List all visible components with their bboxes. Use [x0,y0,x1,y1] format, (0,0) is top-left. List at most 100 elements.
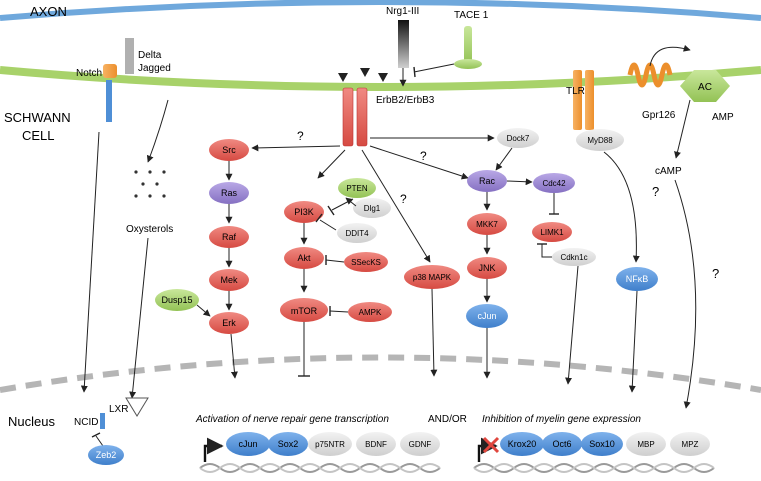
ssecks-to-akt [325,259,345,263]
erbb-to-rac-arrow [369,145,469,180]
dock7-node [497,128,539,148]
oxysterol-entry-arrow [146,99,169,163]
ac-to-camp-arrow [674,99,691,159]
nucleus-label: Nucleus [8,414,55,429]
erbb-fanout [251,134,495,263]
ddit4-node [337,223,377,243]
rac-to-cdc42-arrow [506,178,533,186]
gene-gdnf-label: GDNF [409,440,432,449]
erk-pathway: Src Ras Raf Mek Erk Dusp15 [155,139,249,379]
gene-oct6 [542,432,582,456]
camp-question: ? [712,266,719,281]
jnk-label: JNK [478,263,495,273]
gene-mbp [626,432,666,456]
nfkb-label: NFκB [626,274,649,284]
erk-to-nucleus-arrow [230,333,238,379]
nfkb-to-nucleus-arrow [628,290,638,393]
akt-label: Akt [297,253,311,263]
gpr126-label: Gpr126 [642,110,676,121]
erbb3-receptor [356,87,368,147]
nrg1-label: Nrg1-III [386,6,419,17]
dusp15-label: Dusp15 [161,295,192,305]
dock7-to-rac-arrow [495,147,513,171]
tlr-label: TLR [566,86,585,97]
mek-label: Mek [220,275,238,285]
gene-p75ntr [308,432,352,456]
erbb-rac-question: ? [420,149,427,163]
raf-node [209,226,249,248]
myd88-node [576,129,624,151]
limk1-node [532,222,572,242]
tace1-label: TACE 1 [454,10,489,21]
mtor-node [280,298,328,322]
camp-label: cAMP [655,166,682,177]
nfkb-question: ? [652,184,659,199]
myd88-to-nfkb-arrow [603,151,640,263]
pi3k-pathway: PTEN PI3K Dlg1 DDIT4 Akt SSecKS mTOR AMP… [280,178,392,377]
pten-label: PTEN [346,184,368,193]
notch-receptor-ext [103,64,117,78]
dock7-label: Dock7 [507,134,530,143]
tace1-enzyme [464,26,472,64]
gene-sox10 [581,432,623,456]
gene-bdnf-label: BDNF [365,440,387,449]
pi3k-label: PI3K [294,207,314,217]
pten-inhibit-bar [327,205,335,216]
dlg1-label: Dlg1 [364,204,381,213]
erbb2-receptor [342,87,354,147]
notch-label: Notch [76,68,102,79]
src-node [209,139,249,161]
dlg1-to-pten-arrow [345,197,357,207]
camp-arrow [674,179,697,409]
tace1-inhibit [413,63,455,73]
ddit4-to-pi3k [319,219,337,231]
nuclear-envelope [0,354,761,393]
ncid-label: NCID [74,417,98,428]
gpr126-to-ac-arrow [649,44,691,67]
lxr-label: LXR [109,404,128,415]
transcription-start-left [203,437,224,462]
gene-p75ntr-label: p75NTR [315,440,345,449]
gene-sox10-label: Sox10 [589,439,615,449]
cjun-label: cJun [477,311,496,321]
jnk-node [467,257,507,279]
erbb-p38-question: ? [400,192,407,206]
gene-gdnf [400,432,440,456]
gene-krox20 [500,432,544,456]
transcription-blocked-x [482,436,500,454]
gene-bdnf [356,432,396,456]
cdkn1c-label: Cdkn1c [560,253,587,262]
pten-node [338,178,376,198]
erbb-src-question: ? [297,129,304,143]
ac-enzyme [680,70,730,102]
ras-label: Ras [221,188,238,198]
nfkb-node [616,267,658,291]
dna-left [199,463,441,473]
notch-arrow [80,131,100,393]
zeb2-to-ncid [95,435,104,447]
gene-mbp-label: MBP [637,440,654,449]
akt-node [284,247,324,269]
rac-pathway: Dock7 Rac Cdc42 LIMK1 Cdkn1c MKK7 JNK cJ… [466,128,596,385]
p38-to-nucleus-arrow [430,288,438,377]
p38-mapk-node [404,265,460,289]
axon-label: AXON [30,4,67,19]
dusp15-to-erk-arrow [196,304,211,317]
amp-label: AMP [712,112,734,123]
mtor-label: mTOR [291,306,318,316]
rac-node [467,170,507,192]
gene-sox2-label: Sox2 [278,439,299,449]
tlr-receptor-b [585,70,594,130]
erk-label: Erk [222,318,236,328]
nrg1-ligand [398,20,409,68]
limk1-label: LIMK1 [540,228,564,237]
gene-mpz-label: MPZ [682,440,699,449]
ddit4-label: DDIT4 [345,229,369,238]
oxysterol-dots [134,170,166,198]
ras-node [209,182,249,204]
cdc42-node [533,173,575,193]
inhibition-caption: Inhibition of myelin gene expression [482,414,641,425]
notch-receptor [106,80,112,122]
cdkn1c-node [552,248,596,266]
